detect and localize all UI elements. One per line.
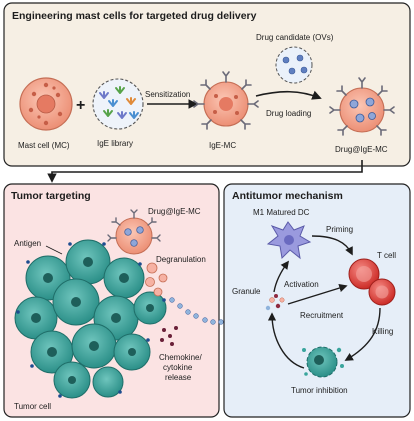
antigen-pointer	[45, 245, 63, 255]
feedback-arrow	[267, 312, 305, 369]
ige-mc-graphic	[193, 71, 259, 130]
drug-candidate-graphic	[275, 46, 313, 84]
priming-arrow	[311, 235, 353, 256]
granule-cluster	[265, 294, 285, 311]
degranulation-granules	[145, 262, 168, 297]
tumor-drug-ige-mc-graphic	[107, 209, 161, 255]
killing-label: Killing	[372, 327, 393, 336]
activation-label: Activation	[284, 280, 319, 289]
antigen-dots	[16, 242, 166, 398]
connector-arrow	[47, 160, 363, 183]
degranulation-label: Degranulation	[156, 255, 206, 264]
ige-library-label: IgE library	[97, 139, 133, 148]
t-cell-label: T cell	[377, 251, 396, 260]
chemokine-dots	[160, 326, 178, 346]
tumor-drug-ige-mc-label: Drug@IgE-MC	[148, 207, 201, 216]
ige-mc-label: IgE-MC	[209, 141, 236, 150]
antigen-label: Antigen	[14, 239, 41, 248]
recruitment-label: Recruitment	[300, 311, 344, 320]
mast-cell-label: Mast cell (MC)	[18, 141, 70, 150]
drug-loading-arrow	[255, 90, 322, 100]
chemokine-label-line1: Chemokine/	[159, 353, 202, 362]
chemokine-label-line2: cytokine	[163, 363, 193, 372]
granule-label: Granule	[232, 287, 261, 296]
ige-library-graphic	[92, 78, 144, 130]
t-cell-graphic	[348, 258, 396, 306]
dc-label: M1 Matured DC	[253, 208, 310, 217]
tumor-panel-title: Tumor targeting	[11, 190, 91, 202]
top-panel-title: Engineering mast cells for targeted drug…	[12, 10, 257, 22]
dendritic-cell-graphic	[266, 221, 312, 260]
drug-ige-mc-graphic	[329, 77, 395, 136]
priming-label: Priming	[326, 225, 353, 234]
drug-loading-label: Drug loading	[266, 109, 311, 118]
tumor-nuclei	[31, 257, 154, 384]
mast-cell-graphic	[19, 77, 73, 131]
chemokine-label-line3: release	[165, 373, 192, 382]
recruitment-arrow	[287, 283, 348, 305]
inhibited-tumor-graphic	[302, 346, 344, 378]
drug-ige-mc-label: Drug@IgE-MC	[335, 145, 388, 154]
killing-arrow	[344, 307, 381, 361]
plus-sign: +	[76, 97, 85, 114]
sensitization-label: Sensitization	[145, 90, 190, 99]
tumor-cell-label: Tumor cell	[14, 402, 51, 411]
drug-candidate-label: Drug candidate (OVs)	[256, 33, 334, 42]
mechanism-panel-title: Antitumor mechanism	[232, 190, 343, 202]
activation-arrow	[273, 260, 290, 293]
tumor-inhibition-label: Tumor inhibition	[291, 386, 348, 395]
